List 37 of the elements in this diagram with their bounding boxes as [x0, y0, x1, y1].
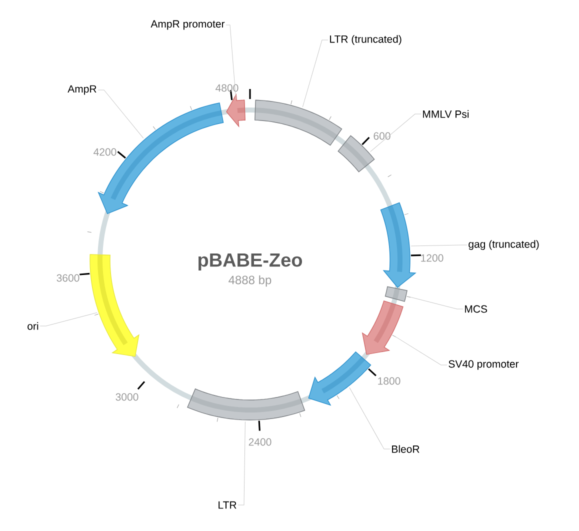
feature-label: gag (truncated) — [468, 240, 539, 250]
feature-box — [384, 286, 408, 302]
feature-label: SV40 promoter — [448, 360, 519, 370]
position-label: 4800 — [216, 84, 238, 92]
leader-line — [370, 114, 422, 152]
leader-line — [238, 421, 246, 506]
feature-label: MMLV Psi — [423, 110, 469, 118]
position-label: 1200 — [421, 254, 444, 262]
leader-line — [302, 40, 328, 108]
feature-box — [254, 100, 342, 146]
feature-label: LTR (truncated) — [330, 35, 402, 45]
directional-feature — [362, 300, 404, 355]
leader-line — [98, 90, 144, 138]
position-label: 3000 — [116, 393, 138, 401]
plasmid-length: 4888 bp — [228, 275, 272, 287]
feature-label: LTR — [218, 501, 236, 509]
feature-label: AmpR — [68, 85, 96, 95]
leader-line — [40, 312, 98, 326]
directional-feature — [380, 202, 416, 288]
feature-label: MCS — [465, 305, 488, 313]
feature-label: BleoR — [392, 445, 420, 453]
leader-line — [407, 296, 464, 310]
position-label: 1800 — [378, 377, 400, 385]
feature-box — [338, 135, 375, 172]
directional-feature — [90, 254, 140, 357]
leader-line — [226, 24, 236, 100]
leader-line — [410, 244, 468, 246]
position-label: 4200 — [94, 148, 116, 156]
leader-line — [349, 387, 390, 450]
feature-label: AmpR promoter — [150, 20, 225, 30]
plasmid-name: pBABE-Zeo — [198, 254, 302, 270]
position-label: 600 — [374, 132, 390, 140]
feature-box — [187, 388, 306, 420]
leader-line — [393, 335, 448, 366]
position-label: 2400 — [248, 438, 272, 446]
feature-label: ori — [28, 322, 38, 330]
position-label: 3600 — [56, 274, 80, 282]
